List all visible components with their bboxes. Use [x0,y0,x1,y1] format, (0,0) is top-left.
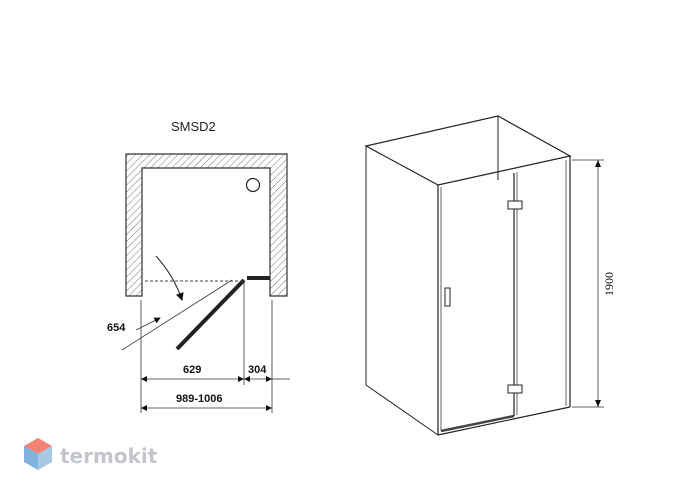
elevation-view [364,115,604,436]
drain-icon [245,177,261,193]
model-label: SMSD2 [171,119,216,134]
dim-654-leader [135,317,161,331]
lower-hinge-icon [507,384,523,394]
brand-text: termokit [60,444,158,468]
dim-door-open-label: 654 [107,322,126,334]
swing-arrow [155,255,184,301]
cube-logo-icon [24,438,52,470]
open-door-panel [175,278,246,351]
enclosure-top-frame [364,115,572,186]
enclosure-left-bottom-edge [365,384,439,436]
dim-total-label: 989-1006 [176,393,223,405]
plan-wall-hatching [125,153,288,297]
dim-arrowheads-row1 [141,376,272,382]
watermark: termokit [24,438,158,470]
plan-view: 654 629 304 989-1006 [107,153,290,413]
dim-height-label: 1900 [602,272,616,296]
enclosure-bottom-edge [437,406,571,436]
dim-panel-label: 629 [183,364,201,376]
door-handle-icon [444,287,451,307]
dim-654-extension [121,279,233,351]
dim-fixed-label: 304 [248,364,267,376]
upper-hinge-icon [507,200,523,210]
door-threshold [440,414,515,433]
